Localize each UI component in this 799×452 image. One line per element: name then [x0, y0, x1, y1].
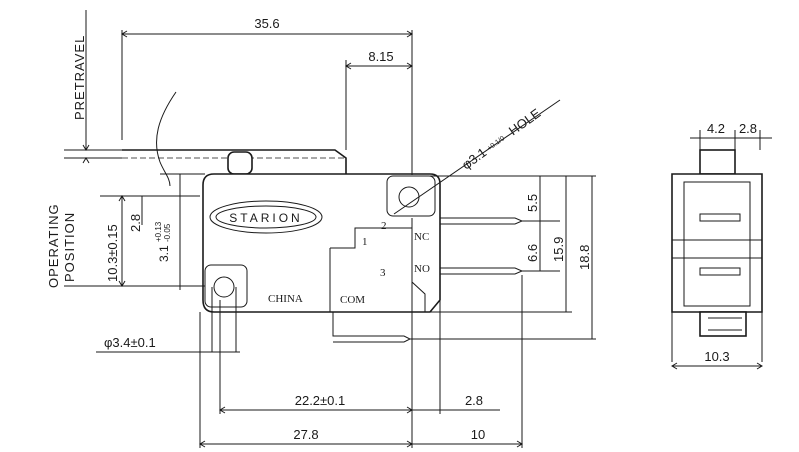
label-no: NO [414, 263, 430, 275]
dim-18-8: 18.8 [577, 245, 592, 270]
side-terminal-no [699, 267, 741, 276]
dim-2-8-left: 2.8 [128, 214, 143, 232]
label-pin-1: 1 [362, 236, 368, 248]
dim-2-8-side: 2.8 [739, 121, 757, 136]
dim-3-4: φ3.4±0.1 [104, 335, 156, 350]
dim-15-9: 15.9 [551, 237, 566, 262]
brand-logo-text: STARION [229, 211, 302, 225]
right-dimensions: 5.5 6.6 15.9 18.8 [410, 175, 596, 340]
switch-housing [202, 173, 441, 313]
nc-terminal [440, 217, 524, 225]
switch-front-view: STARION CHINA COM NC NO 1 2 3 [122, 91, 524, 343]
dim-6-6: 6.6 [525, 244, 540, 262]
dim-3-1: 3.1 [157, 245, 171, 262]
label-position: POSITION [62, 212, 77, 282]
dim-hole-label: HOLE [506, 105, 544, 138]
side-terminal-nc [699, 213, 741, 222]
dim-27-8: 27.8 [293, 427, 318, 442]
actuator-wire [156, 91, 177, 187]
no-terminal [440, 267, 524, 275]
switch-side-view: 4.2 2.8 10.3 [671, 121, 772, 370]
dim-hole-tol: +0.1/0 [486, 135, 506, 152]
dim-4-2: 4.2 [707, 121, 725, 136]
label-pin-2: 2 [381, 220, 387, 232]
dim-2-8-bottom: 2.8 [465, 393, 483, 408]
com-terminal [332, 312, 412, 343]
mounting-hole-bottom [213, 276, 235, 298]
dim-10: 10 [471, 427, 485, 442]
label-pin-3: 3 [380, 267, 386, 279]
side-body [671, 173, 763, 313]
label-china: CHINA [268, 293, 303, 305]
label-nc: NC [414, 231, 429, 243]
dim-10-3-tol: 10.3±0.15 [105, 224, 120, 282]
hole-boss-top [386, 175, 436, 217]
hole-leader-line [393, 99, 561, 215]
dim-8-15: 8.15 [368, 49, 393, 64]
label-pretravel: PRETRAVEL [72, 35, 87, 120]
side-plunger [699, 149, 736, 175]
dim-35-6: 35.6 [254, 16, 279, 31]
brand-logo-outer [209, 200, 323, 234]
left-dimensions: PRETRAVEL OPERATING POSITION 10.3±0.15 2… [46, 10, 240, 353]
dim-3-1-tol-top: +0.13 [154, 221, 163, 242]
side-terminal-com [699, 311, 747, 337]
brand-logo-inner [215, 205, 317, 229]
dim-hole: φ3.1 [459, 145, 489, 173]
dim-22-2: 22.2±0.1 [295, 393, 346, 408]
plunger [227, 151, 253, 175]
label-operating: OPERATING [46, 203, 61, 288]
dim-3-1-tol-bot: -0.05 [163, 223, 172, 242]
label-com: COM [340, 294, 365, 306]
bottom-dimensions: 22.2±0.1 2.8 27.8 10 [199, 218, 523, 448]
dim-10-3-side: 10.3 [704, 349, 729, 364]
dim-5-5: 5.5 [525, 194, 540, 212]
lever-arm [122, 149, 347, 176]
